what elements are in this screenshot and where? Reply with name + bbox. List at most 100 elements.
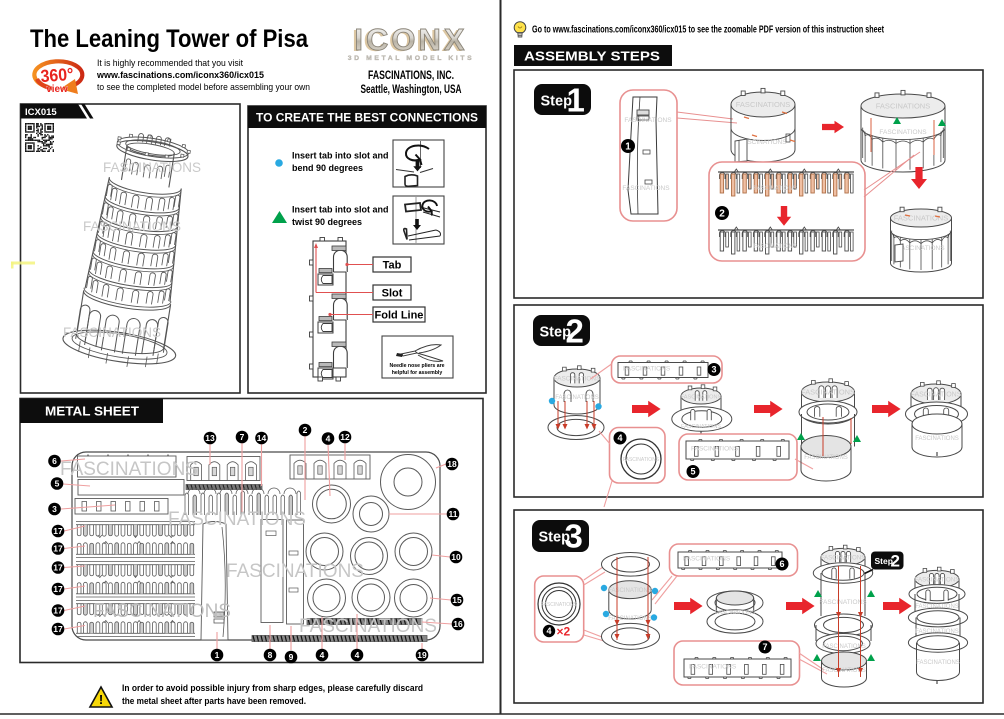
svg-text:www.fascinations.com/iconx360/: www.fascinations.com/iconx360/icx015 <box>96 69 264 80</box>
svg-text:FASCINATIONS: FASCINATIONS <box>226 561 364 582</box>
svg-text:5: 5 <box>55 479 60 489</box>
svg-text:TO CREATE THE BEST CONNECTIONS: TO CREATE THE BEST CONNECTIONS <box>256 111 478 125</box>
svg-text:7: 7 <box>240 432 245 442</box>
svg-text:×2: ×2 <box>557 625 571 639</box>
svg-text:18: 18 <box>447 459 457 469</box>
svg-text:FASCINATIONS: FASCINATIONS <box>689 663 737 670</box>
svg-text:10: 10 <box>451 552 461 562</box>
svg-text:FASCINATIONS: FASCINATIONS <box>168 509 306 530</box>
svg-text:1: 1 <box>567 82 585 119</box>
svg-text:FASCINATIONS: FASCINATIONS <box>739 139 787 146</box>
svg-text:3: 3 <box>565 518 583 555</box>
svg-text:FASCINATIONS: FASCINATIONS <box>83 219 181 234</box>
svg-text:FASCINATIONS: FASCINATIONS <box>753 244 797 250</box>
svg-text:3D METAL MODEL KITS: 3D METAL MODEL KITS <box>348 55 474 62</box>
svg-text:FASCINATIONS: FASCINATIONS <box>879 129 927 136</box>
svg-text:17: 17 <box>53 544 63 554</box>
svg-text:6: 6 <box>779 559 784 569</box>
svg-text:FASCINATIONS: FASCINATIONS <box>622 185 670 192</box>
svg-text:FASCINATIONS: FASCINATIONS <box>623 365 671 372</box>
svg-text:Slot: Slot <box>382 288 403 300</box>
svg-text:FASCINATIONS: FASCINATIONS <box>93 601 231 622</box>
svg-text:FASCINATIONS: FASCINATIONS <box>915 629 959 635</box>
svg-text:FASCINATIONS: FASCINATIONS <box>876 102 930 111</box>
svg-text:13: 13 <box>205 433 215 443</box>
svg-text:twist 90 degrees: twist 90 degrees <box>292 217 362 227</box>
svg-text:ICONX: ICONX <box>352 23 465 58</box>
svg-text:ASSEMBLY STEPS: ASSEMBLY STEPS <box>524 49 661 64</box>
svg-text:In order to avoid possible inj: In order to avoid possible injury from s… <box>122 683 423 693</box>
svg-text:FASCINATIONS: FASCINATIONS <box>894 214 948 223</box>
svg-text:FASCINATIONS: FASCINATIONS <box>541 602 578 608</box>
svg-text:3: 3 <box>711 365 716 375</box>
svg-text:FASCINATIONS: FASCINATIONS <box>554 376 601 383</box>
svg-text:view: view <box>46 84 68 95</box>
svg-text:4: 4 <box>355 650 360 660</box>
svg-text:the metal sheet after parts ha: the metal sheet after parts have been re… <box>122 696 306 706</box>
svg-text:17: 17 <box>53 606 63 616</box>
svg-text:FASCINATIONS: FASCINATIONS <box>915 577 960 584</box>
svg-text:5: 5 <box>690 467 695 477</box>
svg-text:FASCINATIONS: FASCINATIONS <box>681 395 722 401</box>
svg-text:FASCINATIONS: FASCINATIONS <box>819 599 867 606</box>
svg-text:FASCINATIONS: FASCINATIONS <box>608 588 652 594</box>
svg-text:FASCINATIONS: FASCINATIONS <box>915 436 959 442</box>
svg-text:FASCINATIONS: FASCINATIONS <box>915 604 959 610</box>
svg-text:12: 12 <box>340 432 350 442</box>
svg-text:Step: Step <box>540 325 572 341</box>
svg-text:FASCINATIONS: FASCINATIONS <box>822 668 866 674</box>
svg-text:FASCINATIONS: FASCINATIONS <box>715 610 755 616</box>
svg-text:Insert tab into slot and: Insert tab into slot and <box>292 205 389 215</box>
svg-text:17: 17 <box>53 624 63 634</box>
svg-text:FASCINATIONS: FASCINATIONS <box>801 388 855 397</box>
svg-text:Needle nose pliers are: Needle nose pliers are <box>389 363 444 369</box>
svg-text:17: 17 <box>53 526 63 536</box>
svg-text:FASCINATIONS: FASCINATIONS <box>60 459 198 480</box>
svg-text:6: 6 <box>52 456 57 466</box>
svg-text:FASCINATIONS: FASCINATIONS <box>103 160 201 175</box>
svg-text:!: ! <box>99 692 103 707</box>
svg-text:15: 15 <box>452 595 462 605</box>
svg-text:FASCINATIONS: FASCINATIONS <box>681 424 721 430</box>
svg-text:Step: Step <box>541 94 573 110</box>
svg-text:FASCINATIONS: FASCINATIONS <box>804 455 848 461</box>
svg-text:ICX015: ICX015 <box>25 107 57 118</box>
svg-text:FASCINATIONS: FASCINATIONS <box>555 395 599 401</box>
svg-text:FASCINATIONS: FASCINATIONS <box>822 644 866 650</box>
svg-text:FASCINATIONS: FASCINATIONS <box>63 325 161 340</box>
svg-text:FASCINATIONS: FASCINATIONS <box>821 555 866 562</box>
svg-text:METAL SHEET: METAL SHEET <box>45 405 139 419</box>
svg-text:4: 4 <box>546 626 551 636</box>
svg-text:3: 3 <box>52 504 57 514</box>
svg-text:FASCINATIONS: FASCINATIONS <box>623 457 660 463</box>
svg-text:4: 4 <box>320 650 325 660</box>
svg-text:FASCINATIONS: FASCINATIONS <box>608 616 652 622</box>
svg-text:16: 16 <box>453 619 463 629</box>
svg-text:helpful for assembly: helpful for assembly <box>392 370 443 376</box>
svg-text:360°: 360° <box>40 64 74 86</box>
svg-text:ICONX: ICONX <box>354 22 467 57</box>
svg-text:2: 2 <box>303 425 308 435</box>
svg-text:FASCINATIONS, INC.: FASCINATIONS, INC. <box>368 70 454 82</box>
svg-text:4: 4 <box>617 433 622 443</box>
svg-text:It is highly recommended that: It is highly recommended that you visit <box>97 58 243 68</box>
svg-text:Step: Step <box>875 556 893 566</box>
svg-text:FASCINATIONS: FASCINATIONS <box>736 100 790 109</box>
svg-text:1: 1 <box>625 142 631 153</box>
svg-text:4: 4 <box>326 434 331 444</box>
svg-text:19: 19 <box>417 650 427 660</box>
svg-text:FASCINATIONS: FASCINATIONS <box>916 660 960 666</box>
svg-text:FASCINATIONS: FASCINATIONS <box>691 445 739 452</box>
svg-text:Seattle, Washington, USA: Seattle, Washington, USA <box>361 84 462 96</box>
svg-text:2: 2 <box>719 209 725 220</box>
svg-text:17: 17 <box>53 584 63 594</box>
svg-text:The Leaning Tower of Pisa: The Leaning Tower of Pisa <box>30 25 309 53</box>
svg-text:2: 2 <box>566 313 584 350</box>
svg-text:Step: Step <box>539 530 571 546</box>
svg-text:17: 17 <box>53 563 63 573</box>
svg-text:8: 8 <box>268 650 273 660</box>
svg-text:7: 7 <box>762 642 767 652</box>
svg-text:Insert tab into slot and: Insert tab into slot and <box>292 151 389 161</box>
svg-text:to see the completed model bef: to see the completed model before assemb… <box>97 82 310 92</box>
svg-text:bend 90 degrees: bend 90 degrees <box>292 163 363 173</box>
